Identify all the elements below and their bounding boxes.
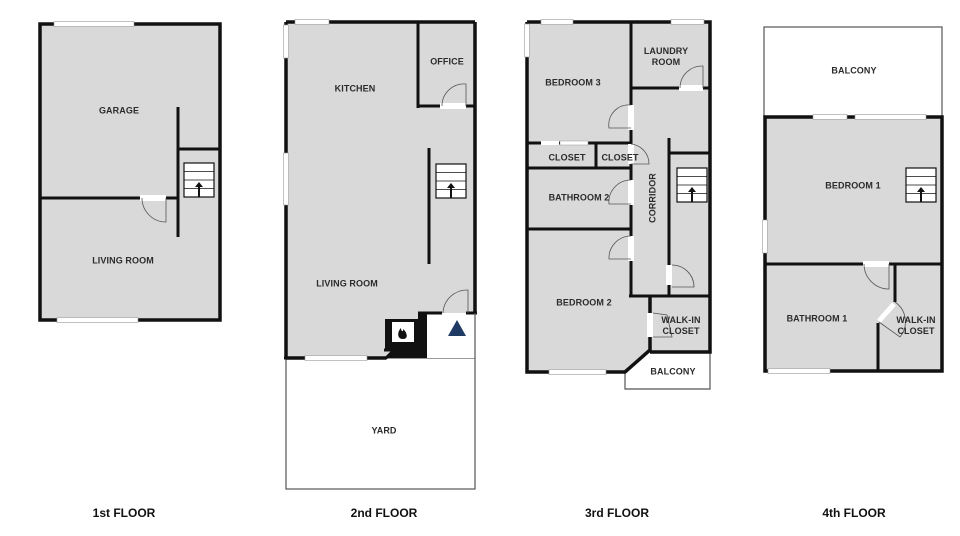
floor-label-4: 4th FLOOR (822, 506, 886, 520)
room-bathroom-1: BATHROOM 1 (786, 313, 848, 324)
room-walk-in-closet-3: WALK-IN CLOSET (661, 315, 701, 336)
floor-2-plan (283, 19, 477, 490)
room-yard: YARD (371, 425, 397, 436)
room-bathroom-2: BATHROOM 2 (548, 192, 610, 203)
fireplace-icon (392, 322, 414, 342)
room-bedroom-3: BEDROOM 3 (545, 77, 601, 88)
room-closet-2: CLOSET (601, 152, 639, 163)
room-laundry-room: LAUNDRY ROOM (643, 46, 689, 67)
room-living-room-2: LIVING ROOM (316, 278, 378, 289)
floor-label-1: 1st FLOOR (92, 506, 156, 520)
floor-label-2: 2nd FLOOR (350, 506, 418, 520)
room-office: OFFICE (430, 56, 464, 67)
room-corridor: CORRIDOR (647, 173, 658, 223)
room-bedroom-1: BEDROOM 1 (825, 180, 881, 191)
room-garage: GARAGE (98, 105, 140, 116)
room-closet-1: CLOSET (548, 152, 586, 163)
floor-4-plan (762, 26, 944, 374)
floor-3-plan (524, 19, 712, 390)
room-bedroom-2: BEDROOM 2 (556, 297, 612, 308)
room-balcony-4: BALCONY (831, 65, 877, 76)
entrance-marker-icon (448, 320, 466, 336)
room-balcony-3: BALCONY (650, 366, 696, 377)
room-living-room-1: LIVING ROOM (92, 255, 154, 266)
room-walk-in-closet-4: WALK-IN CLOSET (896, 315, 936, 336)
floor-1-plan (38, 21, 222, 323)
room-kitchen: KITCHEN (334, 83, 376, 94)
floor-label-3: 3rd FLOOR (584, 506, 650, 520)
